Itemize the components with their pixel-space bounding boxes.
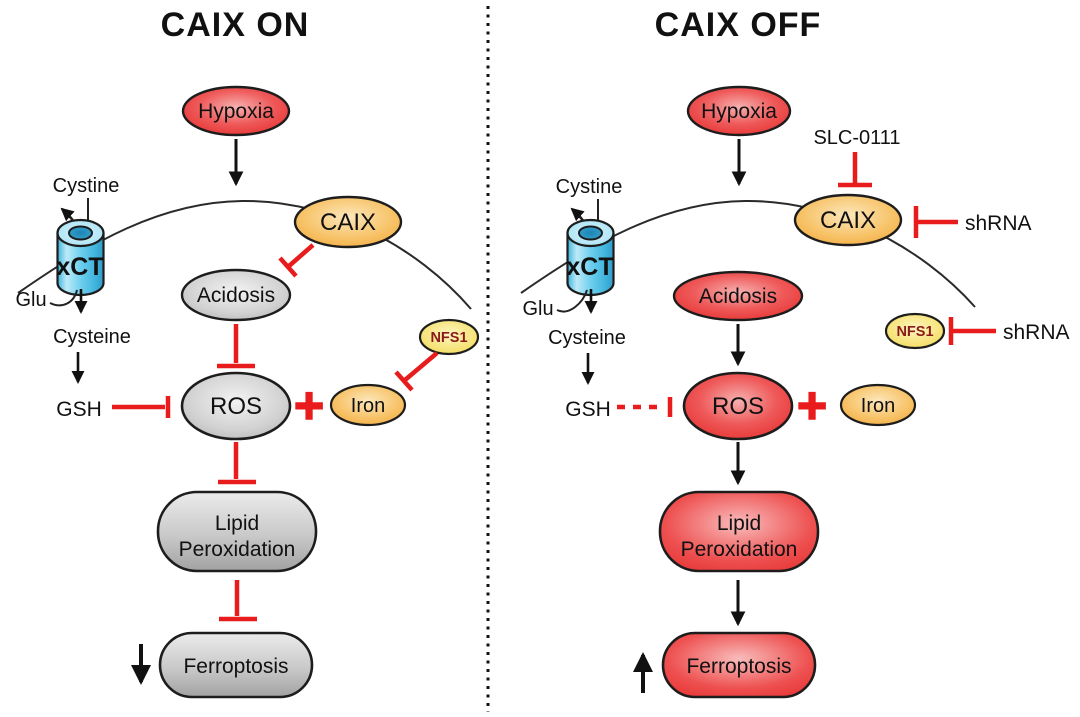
right-caix-label: CAIX — [820, 207, 876, 234]
left-iron-label: Iron — [351, 395, 385, 417]
left-glu-label: Glu — [15, 289, 46, 311]
left-ros-label: ROS — [210, 393, 262, 420]
left-iron-node — [329, 383, 407, 427]
left-xct-label: xCT — [56, 253, 103, 281]
right-xct-cylinder-pore — [578, 225, 603, 241]
left-cysteine-label: Cysteine — [53, 326, 131, 348]
right-ferroptosis-node — [661, 631, 817, 699]
left-caix-label: CAIX — [320, 209, 376, 236]
left-lipid-peroxidation-label-line1: Lipid — [215, 512, 259, 535]
left-plus-sign: + — [294, 377, 324, 435]
right-caix-node — [793, 193, 903, 247]
right-lipid-peroxidation-node — [658, 490, 820, 573]
left-cystine-label: Cystine — [53, 175, 120, 197]
left-xct-cylinder-body — [56, 232, 105, 297]
right-panel-title: CAIX OFF — [655, 6, 822, 44]
left-nfs1-inhibits-iron-tbar-cap — [394, 370, 414, 392]
left-ros-node — [180, 371, 292, 441]
right-shrna-nfs1-label: shRNA — [1003, 321, 1070, 344]
left-acidosis-label: Acidosis — [197, 284, 275, 307]
left-nfs1-label: NFS1 — [430, 330, 467, 346]
right-xct-label: xCT — [566, 253, 613, 281]
right-glu-curve — [556, 289, 588, 313]
right-slc0111-label: SLC-0111 — [813, 127, 900, 149]
right-ros-label: ROS — [712, 393, 764, 420]
left-caix-node — [293, 195, 403, 249]
right-lipid-peroxidation-label-line2: Peroxidation — [681, 538, 798, 561]
left-lipid-peroxidation-node — [156, 490, 318, 573]
right-lipid-peroxidation-label-line1: Lipid — [717, 512, 761, 535]
left-caix-inhibits-acidosis-tbar-cap — [278, 256, 298, 278]
right-cysteine-label: Cysteine — [548, 327, 626, 349]
right-ferroptosis-label: Ferroptosis — [686, 655, 791, 678]
right-hypoxia-node — [686, 85, 792, 137]
right-acidosis-label: Acidosis — [699, 285, 777, 308]
left-panel-title: CAIX ON — [161, 6, 310, 44]
right-glu-label: Glu — [522, 298, 553, 320]
left-lipid-peroxidation-label-line2: Peroxidation — [179, 538, 296, 561]
left-gsh-label: GSH — [56, 398, 102, 421]
left-ferroptosis-node — [158, 631, 314, 699]
right-nfs1-label: NFS1 — [896, 324, 933, 340]
right-plus-sign: + — [797, 377, 827, 435]
right-gsh-label: GSH — [565, 398, 611, 421]
left-nfs1-node — [418, 318, 480, 356]
left-ferroptosis-label: Ferroptosis — [183, 655, 288, 678]
left-hypoxia-node — [181, 85, 291, 137]
right-iron-label: Iron — [861, 395, 895, 417]
right-ros-node — [682, 371, 794, 441]
right-hypoxia-label: Hypoxia — [701, 100, 777, 123]
right-iron-node — [839, 383, 917, 427]
right-nfs1-node — [884, 312, 946, 350]
right-xct-cylinder-body — [566, 232, 615, 297]
left-hypoxia-label: Hypoxia — [198, 100, 274, 123]
left-caix-inhibits-acidosis-tbar-line — [287, 243, 315, 268]
left-nfs1-inhibits-iron-tbar-line — [403, 351, 439, 382]
right-shrna-caix-label: shRNA — [965, 212, 1032, 235]
left-xct-cylinder-pore — [68, 225, 93, 241]
right-acidosis-node — [672, 270, 804, 322]
right-cystine-label: Cystine — [556, 176, 623, 198]
left-glu-curve — [49, 289, 78, 307]
left-acidosis-node — [180, 268, 292, 322]
